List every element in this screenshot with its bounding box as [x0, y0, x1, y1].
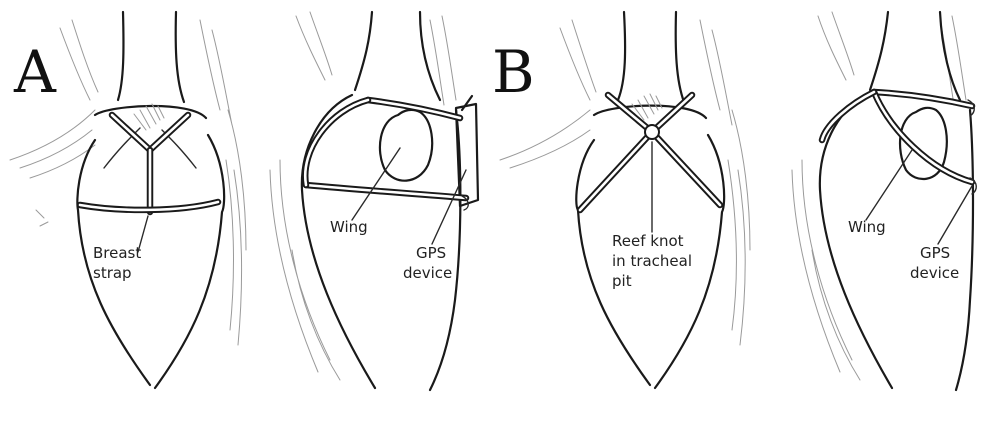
- panel-b-wing-leader: [866, 150, 912, 220]
- panel-b-gps-label: GPS device: [910, 244, 959, 282]
- panel-a-gps-label: GPS device: [403, 244, 452, 282]
- reef-knot-label: Reef knot in tracheal pit: [612, 232, 697, 290]
- panel-a-side-view: Wing GPS device: [270, 12, 478, 390]
- panel-b-letter: B: [492, 38, 535, 106]
- panel-a-letter: A: [13, 38, 57, 106]
- panel-a-wing-leader: [352, 148, 400, 220]
- panel-a: A Brea: [10, 12, 478, 390]
- panel-b-wing-label: Wing: [848, 218, 886, 236]
- reef-knot: [645, 125, 659, 139]
- panel-b-front-view: Reef knot in tracheal pit: [500, 12, 750, 388]
- panel-b-side-view: Wing GPS device: [792, 12, 976, 390]
- panel-b-gps-leader: [938, 186, 972, 244]
- panel-a-wing-label: Wing: [330, 218, 368, 236]
- panel-a-wing: [380, 110, 432, 181]
- panel-b: B Reef knot in tracheal pit: [492, 12, 976, 390]
